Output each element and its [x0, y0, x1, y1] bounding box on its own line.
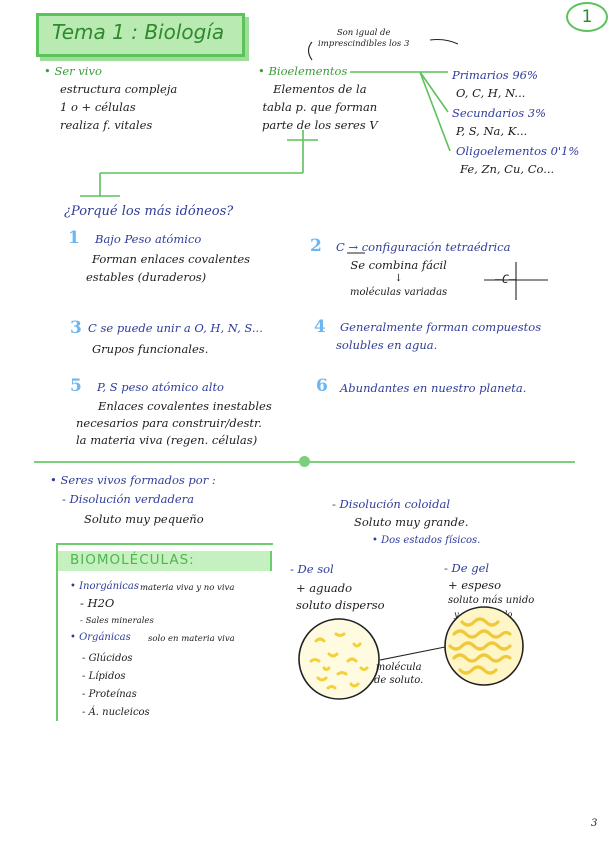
- item-2-text: Se combina fácil ↓ moléculas variadas: [350, 258, 447, 300]
- item-5-text: Enlaces covalentes inestables necesarios…: [76, 398, 272, 449]
- item-line: moléculas variadas: [350, 287, 448, 298]
- oligoelementos-label: Oligoelementos 0'1%: [456, 144, 580, 158]
- item-1-text: Forman enlaces covalentes estables (dura…: [86, 250, 250, 286]
- primarios-elements: O, C, H, N...: [456, 86, 526, 100]
- bioelementos-title: • Bioelementos: [258, 64, 348, 78]
- sol-lines: + aguado soluto disperso: [296, 580, 385, 614]
- organicas-note: solo en materia viva: [148, 634, 235, 644]
- molecula-line: molécula: [375, 662, 422, 673]
- gel-label: - De gel: [444, 561, 490, 575]
- item-number: 4: [314, 317, 326, 337]
- organic-item: - Proteínas: [82, 689, 137, 700]
- secundarios-label: Secundarios 3%: [452, 106, 547, 120]
- item-6-title: Abundantes en nuestro planeta.: [340, 381, 527, 395]
- ser-vivo-list: estructura compleja 1 o + células realiz…: [60, 80, 177, 134]
- organicas-label: • Orgánicas: [70, 632, 131, 643]
- footer-page-number: 3: [591, 818, 598, 829]
- biomoleculas-header: [58, 551, 272, 571]
- item-number: 2: [310, 236, 322, 256]
- item-2-title: C → configuración tetraédrica: [336, 240, 511, 254]
- desc-line: parte de los seres V: [262, 118, 378, 132]
- desc-line: Elementos de la: [273, 82, 367, 96]
- sol-circle-illustration: [298, 618, 380, 700]
- biomoleculas-box: [56, 543, 273, 721]
- divider-dot: [299, 456, 310, 467]
- bioelementos-note: Son igual de imprescindibles los 3: [318, 28, 409, 50]
- item-line: estables (duraderos): [86, 270, 207, 284]
- item-line: necesarios para construir/destr.: [76, 416, 262, 430]
- gel-line: + espeso: [448, 578, 501, 592]
- item-3-text: Grupos funcionales.: [92, 342, 209, 356]
- page-number-badge: 1: [566, 2, 608, 32]
- primarios-label: Primarios 96%: [452, 68, 538, 82]
- item-3-title: C se puede unir a O, H, N, S...: [88, 321, 263, 335]
- ser-vivo-line: estructura compleja: [60, 82, 178, 96]
- inorganicas-note: materia viva y no viva: [140, 583, 235, 593]
- organic-item: - Glúcidos: [82, 653, 133, 664]
- molecula-line: de soluto.: [374, 675, 424, 686]
- item-number: 1: [68, 228, 80, 248]
- coloidal-label: - Disolución coloidal: [332, 497, 450, 511]
- item-number: 3: [70, 318, 82, 338]
- item-line: Se combina fácil: [350, 258, 447, 272]
- coloidal-text: Soluto muy grande.: [354, 515, 469, 529]
- molecula-label: molécula de soluto.: [374, 661, 423, 687]
- sol-line: + aguado: [296, 581, 353, 595]
- ser-vivo-line: realiza f. vitales: [60, 118, 153, 132]
- verdadera-text: Soluto muy pequeño: [84, 512, 204, 526]
- gel-line: soluto más unido: [448, 595, 535, 606]
- ser-vivo-label: • Ser vivo: [44, 64, 102, 78]
- coloidal-sub: • Dos estados físicos.: [372, 535, 481, 546]
- verdadera-label: - Disolución verdadera: [62, 492, 194, 506]
- item-number: 6: [316, 376, 328, 396]
- carbon-diagram: —C—: [495, 272, 516, 286]
- sol-label: - De sol: [290, 562, 334, 576]
- sol-line: soluto disperso: [296, 598, 385, 612]
- title-box: [36, 13, 245, 57]
- note-line: Son igual de: [336, 28, 391, 38]
- item-line: Forman enlaces covalentes: [92, 252, 251, 266]
- oligoelementos-elements: Fe, Zn, Cu, Co...: [460, 162, 555, 176]
- note-line: imprescindibles los 3: [318, 39, 410, 49]
- gel-circle-illustration: [444, 606, 524, 686]
- organic-list: - Glúcidos - Lípidos - Proteínas - Á. nu…: [82, 650, 150, 722]
- seres-intro: • Seres vivos formados por :: [50, 473, 216, 487]
- biomoleculas-title: BIOMOLÉCULAS:: [70, 552, 195, 568]
- inorganic-item: - H2O: [80, 596, 115, 610]
- item-5-title: P, S peso atómico alto: [97, 380, 224, 394]
- inorganicas-label: • Inorgánicas: [70, 581, 139, 592]
- item-line: ↓: [394, 273, 403, 284]
- item-4-text: solubles en agua.: [336, 338, 438, 352]
- secundarios-elements: P, S, Na, K...: [456, 124, 528, 138]
- porque-question: ¿Porqué los más idóneos?: [64, 204, 234, 219]
- item-4-title: Generalmente forman compuestos: [340, 320, 542, 334]
- organic-item: - Lípidos: [82, 671, 126, 682]
- page-title: Tema 1 : Biología: [52, 20, 225, 44]
- item-line: la materia viva (regen. células): [76, 433, 258, 447]
- item-line: Enlaces covalentes inestables: [98, 399, 272, 413]
- item-number: 5: [70, 376, 82, 396]
- bioelementos-desc: Elementos de la tabla p. que forman part…: [262, 80, 378, 134]
- organic-item: - Á. nucleicos: [82, 707, 150, 718]
- ser-vivo-line: 1 o + células: [60, 100, 136, 114]
- inorganic-item: - Sales minerales: [80, 616, 154, 626]
- item-1-title: Bajo Peso atómico: [95, 232, 202, 246]
- desc-line: tabla p. que forman: [262, 100, 378, 114]
